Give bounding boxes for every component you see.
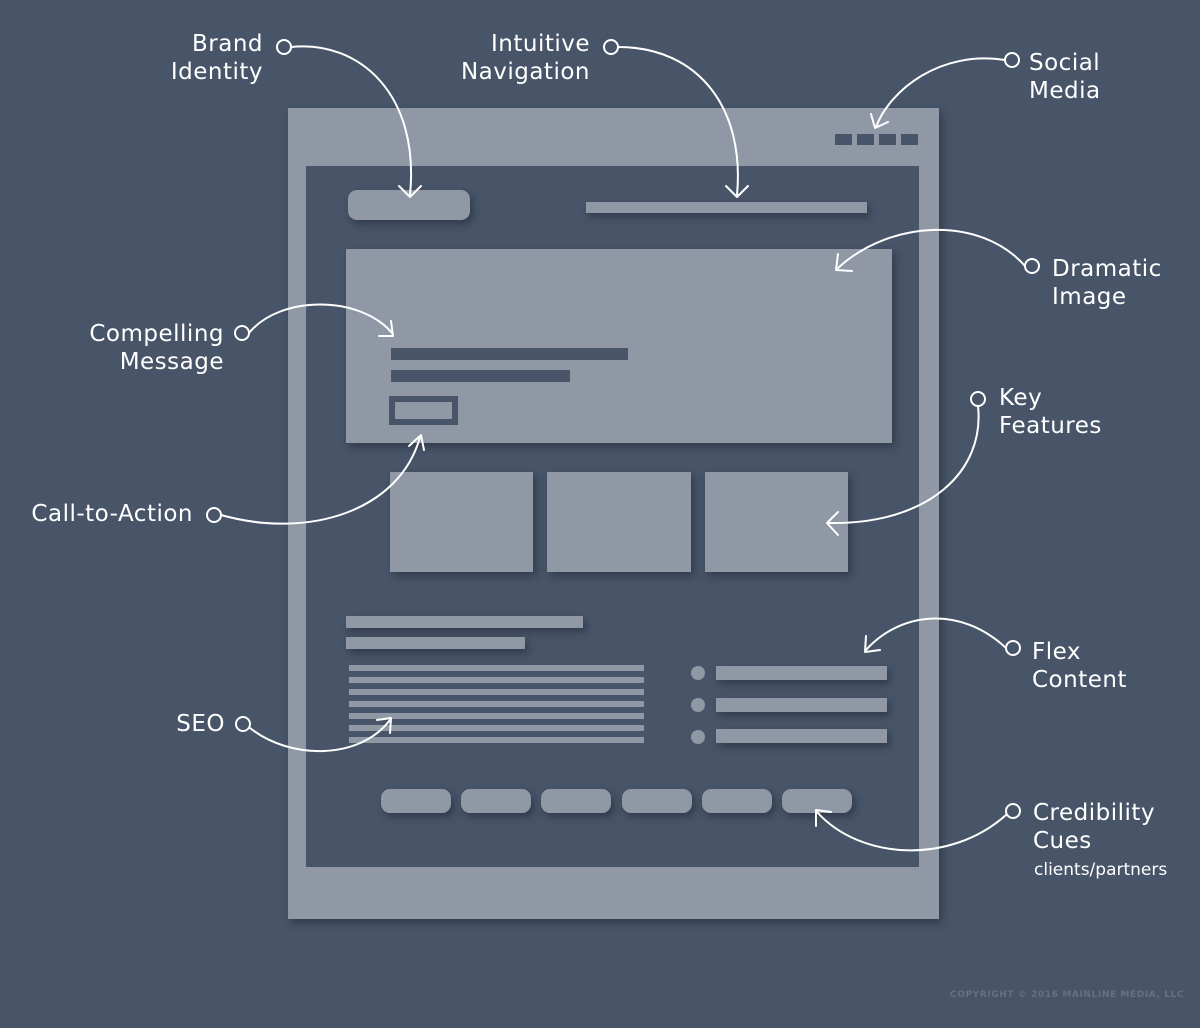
compelling-message-label: Compelling Message	[89, 321, 224, 375]
call-to-action-arrowhead	[408, 434, 425, 451]
partner-logo-4	[622, 789, 692, 813]
key-features-label: Key Features	[999, 385, 1102, 439]
section-heading-line-1	[346, 616, 583, 628]
social-icon-4	[901, 134, 918, 145]
partner-logo-3	[541, 789, 611, 813]
credibility-cues-arrowhead	[815, 809, 832, 827]
copyright-notice: COPYRIGHT © 2016 MAINLINE MEDIA, LLC	[950, 990, 1185, 1000]
call-to-action-arrow	[220, 436, 421, 525]
flex-content-arrowhead	[864, 635, 881, 653]
key-features-marker	[970, 391, 986, 407]
seo-label: SEO	[176, 711, 225, 737]
social-media-arrow	[875, 57, 1006, 128]
seo-text-line	[349, 737, 644, 743]
brand-identity-label: Brand Identity	[170, 31, 263, 85]
seo-arrowhead	[376, 717, 392, 734]
seo-text-line	[349, 689, 644, 695]
seo-arrow	[249, 719, 391, 752]
flex-bullet-line	[716, 698, 887, 712]
hero-headline-line	[391, 348, 628, 360]
flex-bullet-dot	[691, 698, 705, 712]
seo-text-line	[349, 713, 644, 719]
credibility-cues-arrow	[816, 811, 1007, 852]
partner-logo-1	[381, 789, 451, 813]
intuitive-navigation-label: Intuitive Navigation	[460, 31, 590, 85]
intuitive-navigation-marker	[603, 39, 619, 55]
flex-bullet-dot	[691, 666, 705, 680]
feature-box-2	[547, 472, 691, 572]
credibility-cues-marker	[1005, 803, 1021, 819]
seo-text-line	[349, 725, 644, 731]
seo-marker	[235, 716, 251, 732]
social-media-arrowhead	[870, 113, 889, 129]
call-to-action-marker	[206, 507, 222, 523]
partner-logo-2	[461, 789, 531, 813]
seo-text-line	[349, 665, 644, 671]
key-features-arrow	[827, 405, 980, 525]
social-icon-1	[835, 134, 852, 145]
flex-content-marker	[1005, 640, 1021, 656]
social-icon-2	[857, 134, 874, 145]
dramatic-image-arrow	[837, 228, 1026, 269]
intuitive-navigation-arrow	[617, 46, 739, 196]
brand-identity-marker	[276, 39, 292, 55]
brand-identity-arrow	[290, 45, 413, 196]
seo-text-line	[349, 677, 644, 683]
social-media-label: Social Media	[1029, 50, 1101, 104]
call-to-action-label: Call-to-Action	[31, 501, 193, 527]
intuitive-navigation-arrowhead	[725, 185, 749, 198]
social-media-marker	[1004, 52, 1020, 68]
flex-bullet-line	[716, 729, 887, 743]
flex-bullet-dot	[691, 730, 705, 744]
dramatic-image-arrowhead	[835, 253, 853, 272]
partner-logo-5	[702, 789, 772, 813]
social-icon-3	[879, 134, 896, 145]
credibility-cues-label: Credibility Cues	[1033, 800, 1156, 854]
key-features-arrowhead	[826, 511, 839, 536]
dramatic-image-label: Dramatic Image	[1052, 256, 1162, 310]
feature-box-3	[705, 472, 848, 572]
compelling-message-arrow	[248, 303, 393, 334]
section-heading-line-2	[346, 637, 525, 649]
compelling-message-arrowhead	[378, 320, 394, 337]
compelling-message-marker	[234, 325, 250, 341]
flex-bullet-line	[716, 666, 887, 680]
hero-subline-line	[391, 370, 570, 382]
navigation-bar	[586, 202, 867, 213]
brand-identity-arrowhead	[398, 185, 422, 198]
flex-content-arrow	[865, 617, 1007, 651]
feature-box-1	[390, 472, 533, 572]
partner-logo-6	[782, 789, 852, 813]
seo-text-line	[349, 701, 644, 707]
dramatic-image-marker	[1024, 258, 1040, 274]
flex-content-label: Flex Content	[1032, 639, 1127, 693]
cta-button-inner	[395, 402, 452, 419]
credibility-cues-sublabel: clients/partners	[1034, 860, 1168, 880]
